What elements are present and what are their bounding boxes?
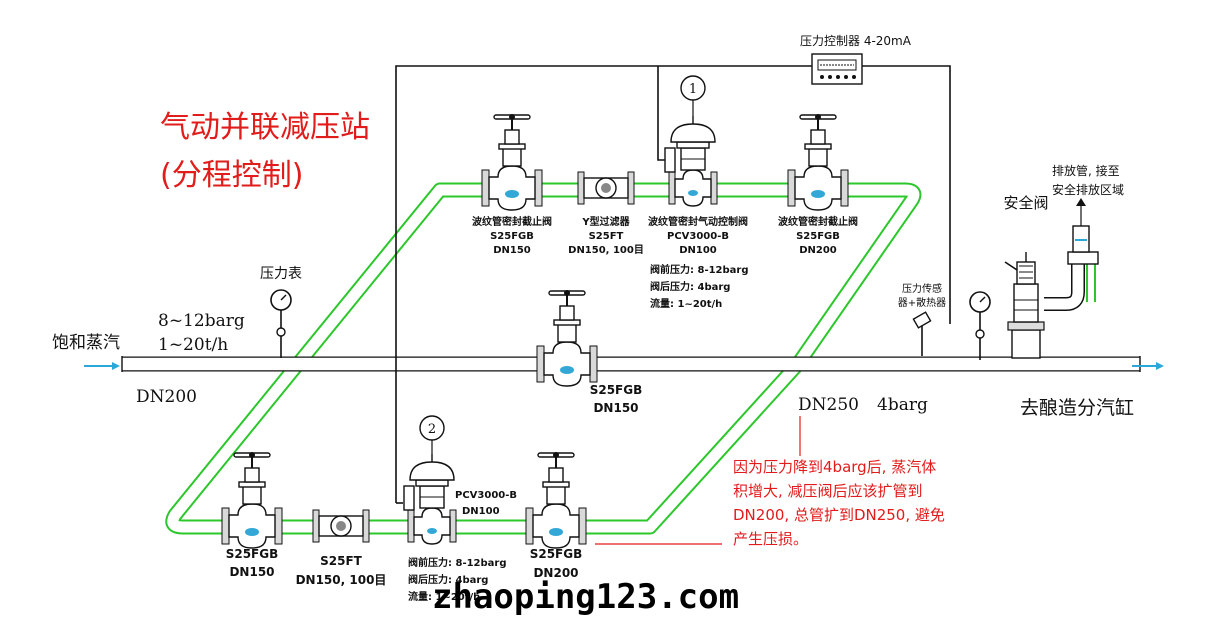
upper-valve1-size: DN150 bbox=[493, 245, 531, 256]
lower-valve1-model: S25FGB bbox=[226, 547, 279, 561]
lower-control-p-after: 阀后压力: 4barg bbox=[408, 573, 488, 586]
lower-valve2-size: DN200 bbox=[533, 566, 578, 580]
upper-control-model: PCV3000-B bbox=[667, 231, 729, 242]
upper-filter-model: S25FT bbox=[589, 231, 624, 242]
controller-label: 压力控制器 4-20mA bbox=[800, 34, 912, 48]
outlet-label: 去酿造分汽缸 bbox=[1020, 397, 1134, 419]
outlet-size: DN250 bbox=[798, 395, 859, 415]
lower-globe-valve-dn200 bbox=[525, 451, 587, 549]
safety-valve-label: 安全阀 bbox=[1003, 194, 1048, 212]
inlet-pressure-gauge bbox=[270, 289, 292, 359]
upper-filter-name: Y型过滤器 bbox=[581, 215, 630, 228]
outlet-pressure: 4barg bbox=[877, 395, 928, 415]
lower-valve-tag: 2 bbox=[428, 422, 436, 437]
upper-control-size: DN100 bbox=[679, 245, 717, 256]
note-line1: 因为压力降到4barg后, 蒸汽体 bbox=[733, 458, 936, 476]
watermark: zhaoping123.com bbox=[432, 577, 739, 617]
inlet-label: 饱和蒸汽 bbox=[52, 333, 120, 353]
vent-label-1: 排放管, 接至 bbox=[1052, 163, 1120, 178]
pressure-controller bbox=[811, 53, 863, 85]
upper-control-valve bbox=[664, 115, 718, 207]
sensor-label-2: 器+散热器 bbox=[898, 296, 946, 309]
title-line1: 气动并联减压站 bbox=[160, 110, 370, 145]
bypass-size: DN150 bbox=[593, 401, 638, 415]
vent-pipe bbox=[1044, 198, 1099, 311]
upper-control-p-before: 阀前压力: 8-12barg bbox=[650, 263, 749, 276]
lower-globe-valve-dn150 bbox=[221, 451, 283, 549]
outlet-pressure-gauge bbox=[969, 291, 991, 361]
lower-control-model: PCV3000-B bbox=[455, 490, 517, 501]
lower-control-valve bbox=[403, 453, 457, 545]
lower-branch-pipe bbox=[165, 358, 804, 535]
upper-valve2-model: S25FGB bbox=[796, 231, 840, 242]
bypass-globe-valve bbox=[536, 289, 598, 387]
upper-globe-valve-dn150 bbox=[481, 113, 543, 211]
inlet-arrow bbox=[84, 362, 120, 370]
title-line2: (分程控制) bbox=[160, 158, 303, 193]
upper-valve2-name: 波纹管密封截止阀 bbox=[778, 215, 858, 228]
lower-control-p-before: 阀前压力: 8-12barg bbox=[408, 556, 507, 569]
note-leader bbox=[595, 416, 801, 545]
inlet-cond-pressure: 8~12barg bbox=[158, 311, 245, 331]
lower-control-flow: 流量: 1~20t/h bbox=[408, 590, 480, 603]
upper-control-p-after: 阀后压力: 4barg bbox=[650, 280, 730, 293]
inlet-size: DN200 bbox=[136, 387, 197, 407]
upper-globe-valve-dn200 bbox=[787, 113, 849, 211]
upper-y-strainer bbox=[577, 171, 635, 205]
outlet-arrow bbox=[1132, 362, 1164, 370]
lower-valve1-size: DN150 bbox=[229, 565, 274, 579]
lower-filter-size: DN150, 100目 bbox=[296, 573, 387, 587]
upper-branch-pipe bbox=[292, 182, 922, 369]
bypass-model: S25FGB bbox=[590, 383, 643, 397]
upper-valve2-size: DN200 bbox=[799, 245, 837, 256]
note-line4: 产生压损。 bbox=[733, 530, 808, 548]
safety-valve bbox=[1004, 252, 1045, 359]
note-line2: 积增大, 减压阀后应该扩管到 bbox=[733, 482, 923, 500]
vent-label-2: 安全排放区域 bbox=[1052, 182, 1124, 197]
note-line3: DN200, 总管扩到DN250, 避免 bbox=[733, 506, 945, 524]
inlet-cond-flow: 1~20t/h bbox=[158, 335, 228, 355]
upper-control-name: 波纹管密封气动控制阀 bbox=[648, 215, 748, 228]
upper-valve1-name: 波纹管密封截止阀 bbox=[472, 215, 552, 228]
pressure-sensor bbox=[912, 311, 932, 356]
lower-control-size: DN100 bbox=[462, 506, 500, 517]
lower-y-strainer bbox=[312, 509, 370, 543]
lower-valve2-model: S25FGB bbox=[530, 547, 583, 561]
upper-valve-tag: 1 bbox=[689, 82, 697, 97]
upper-control-flow: 流量: 1~20t/h bbox=[650, 297, 722, 310]
main-pipe bbox=[121, 356, 1141, 372]
inlet-gauge-label: 压力表 bbox=[260, 266, 302, 282]
sensor-label-1: 压力传感 bbox=[902, 282, 942, 295]
upper-valve1-model: S25FGB bbox=[490, 231, 534, 242]
lower-filter-model: S25FT bbox=[320, 554, 363, 568]
upper-filter-size: DN150, 100目 bbox=[568, 244, 644, 256]
